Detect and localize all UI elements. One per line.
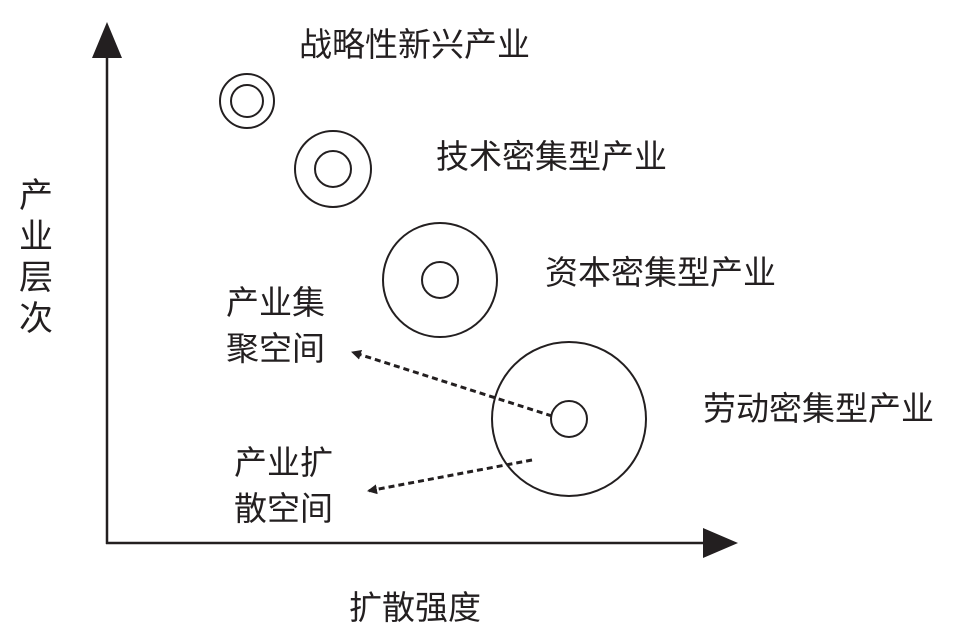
y-axis-label-char: 次	[19, 299, 53, 339]
x-axis-arrow	[703, 528, 738, 558]
label-capital-intensive: 资本密集型产业	[545, 253, 776, 292]
cluster-space-arrow	[351, 349, 553, 418]
y-axis-arrow	[92, 22, 122, 58]
y-axis-label: 产业层次	[16, 176, 56, 340]
diffusion-space-arrow	[367, 458, 533, 495]
ring-strategic-emerging	[219, 73, 275, 129]
label-cluster-space: 产业集 聚空间	[226, 280, 325, 372]
label-diffusion-space-line1: 产业扩	[234, 443, 333, 482]
label-cluster-space-line2: 聚空间	[226, 329, 325, 368]
y-axis	[92, 22, 122, 544]
ring-labor-intensive	[491, 341, 647, 497]
label-cluster-space-line1: 产业集	[226, 283, 325, 322]
y-axis-label-char: 层	[19, 258, 53, 298]
ring-capital-intensive	[382, 222, 498, 338]
label-technology-intensive: 技术密集型产业	[436, 137, 667, 176]
y-axis-label-char: 业	[19, 217, 53, 257]
x-axis-label: 扩散强度	[349, 588, 481, 627]
y-axis-label-char: 产	[19, 176, 53, 216]
x-axis	[106, 528, 738, 558]
ring-technology-intensive	[294, 130, 372, 208]
label-strategic-emerging: 战略性新兴产业	[299, 25, 530, 64]
label-labor-intensive: 劳动密集型产业	[703, 389, 934, 428]
label-diffusion-space-line2: 散空间	[234, 489, 333, 528]
label-diffusion-space: 产业扩 散空间	[234, 440, 333, 532]
